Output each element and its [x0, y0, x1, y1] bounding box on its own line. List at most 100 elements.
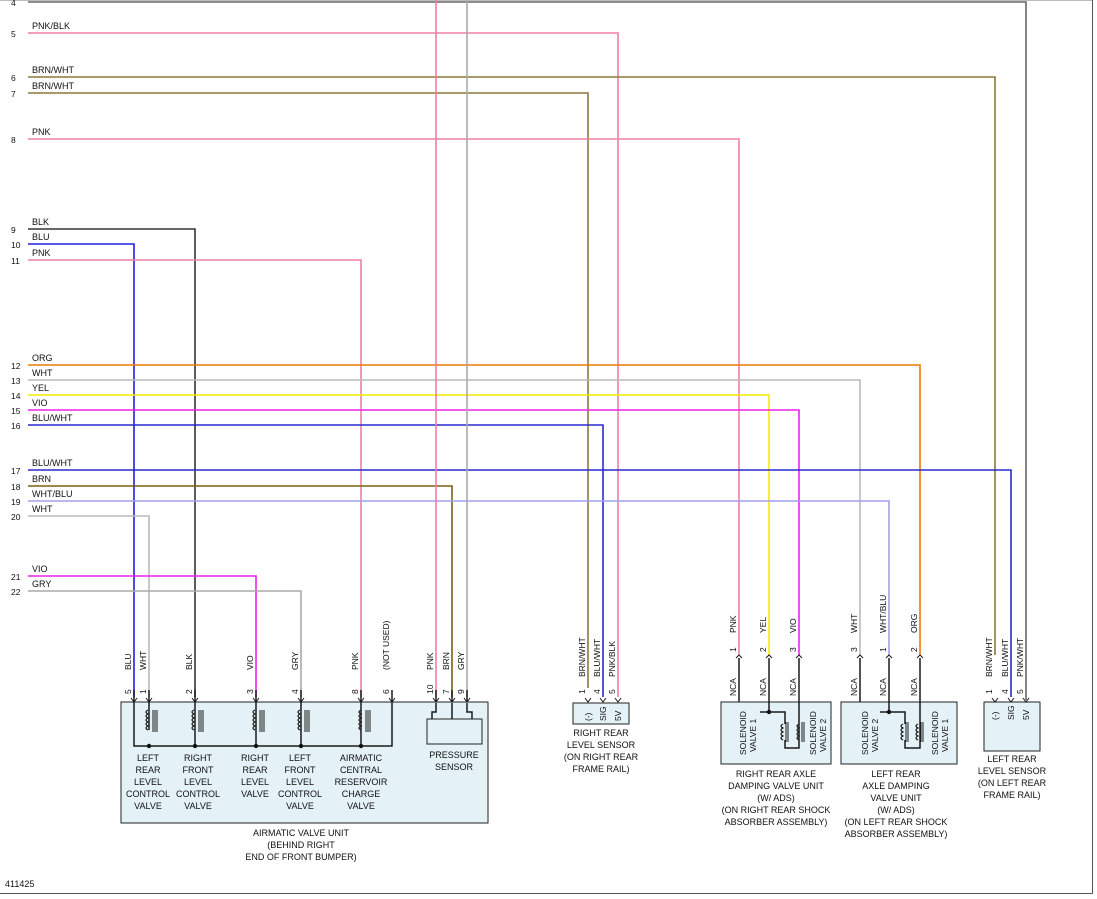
wire-14: [28, 394, 770, 655]
damp-nca-label: NCA: [909, 678, 919, 696]
valve-name-line: LEVEL: [241, 777, 269, 787]
solenoid-label: SOLENOID: [808, 711, 818, 755]
wire-6: [28, 76, 996, 655]
damp-coil: [796, 723, 801, 741]
wire-color-label: BLU: [32, 232, 50, 242]
lr-sensor-caption-3: (ON LEFT REAR: [978, 778, 1047, 788]
sensor-pin-number: 1: [577, 689, 587, 694]
lr-damp-caption-3: VALVE UNIT: [870, 793, 922, 803]
damp-pin-number: 1: [878, 647, 888, 652]
wire-number: 9: [11, 225, 16, 235]
rr-sensor-caption-4: FRAME RAIL): [572, 764, 629, 774]
wire-15: [28, 409, 800, 655]
airmatic-pin-color: WHT: [138, 651, 148, 670]
airmatic-pin-number: 1: [138, 689, 148, 694]
connector-arrow: [130, 697, 138, 703]
airmatic-pin-color: PNK: [425, 652, 435, 670]
airmatic-pin-number: 3: [245, 689, 255, 694]
airmatic-pin-color: BLU: [123, 653, 133, 670]
damp-pin-number: 3: [849, 647, 859, 652]
valve-name-line: RIGHT: [184, 753, 213, 763]
wire-number: 11: [11, 256, 20, 266]
wire-4: [28, 1, 1027, 700]
junction-dot: [298, 743, 304, 749]
solenoid-coil-1: [145, 709, 158, 732]
damp-nca-label: NCA: [788, 678, 798, 696]
wire-10: [28, 243, 135, 697]
connector-arrow: [145, 697, 153, 703]
valve-name-line: LEVEL: [184, 777, 212, 787]
connector-arrow: [432, 697, 440, 703]
wire-11: [28, 259, 362, 697]
airmatic-pin-number: 5: [123, 689, 133, 694]
valve-name-line: CONTROL: [278, 789, 322, 799]
sensor-terminal: (-): [583, 712, 593, 721]
damp-pin-color: ORG: [909, 614, 919, 633]
wire-color-label: GRY: [32, 579, 51, 589]
wire-number: 15: [11, 406, 21, 416]
wire-number: 16: [11, 421, 21, 431]
damp-pin-color: WHT/BLU: [878, 595, 888, 633]
wire-22: [28, 590, 302, 697]
wire-7: [28, 92, 589, 688]
wire-number: 18: [11, 482, 21, 492]
connector-arrow: [795, 654, 803, 659]
sensor-terminal: 5V: [613, 710, 623, 721]
damp-pin-color: VIO: [788, 618, 798, 633]
wire-color-label: VIO: [32, 564, 48, 574]
lr-sensor-caption-1: LEFT REAR: [987, 754, 1037, 764]
connector-arrow: [357, 697, 365, 703]
pressure-sensor-label-1: PRESSURE: [429, 750, 479, 760]
wire-number: 7: [11, 89, 16, 99]
solenoid-coil-2: [191, 709, 204, 732]
connector-arrow: [735, 654, 743, 659]
valve-name-line: AIRMATIC: [340, 753, 383, 763]
connector-arrow: [856, 654, 864, 659]
valve-name-line: VALVE: [286, 801, 314, 811]
sensor-pin-color: BLU/WHT: [592, 639, 602, 677]
rr-sensor-box: [572, 702, 630, 725]
airmatic-pin-number: 9: [456, 689, 466, 694]
valve-name-line: REAR: [135, 765, 161, 775]
wire-color-label: ORG: [32, 353, 53, 363]
wire-color-label: WHT: [32, 368, 53, 378]
lr-sensor-box: [983, 701, 1041, 752]
wire-group: [28, 0, 1027, 702]
airmatic-valve-names: LEFTREARLEVELCONTROLVALVERIGHTFRONTLEVEL…: [126, 753, 388, 811]
solenoid-label: SOLENOID: [860, 711, 870, 755]
valve-name-line: RESERVOIR: [335, 777, 388, 787]
lr-damp-caption-4: (W/ ADS): [877, 805, 915, 815]
wire-color-label: PNK: [32, 127, 51, 137]
connector-arrow: [252, 697, 260, 703]
wire-number: 20: [11, 512, 21, 522]
rr-damp-caption-4: (ON RIGHT REAR SHOCK: [722, 805, 831, 815]
wire-8: [28, 138, 740, 655]
wire-number: 5: [11, 29, 16, 39]
connector-arrow: [765, 654, 773, 659]
pressure-sensor-box: [426, 718, 483, 745]
airmatic-pin-color: GRY: [456, 651, 466, 670]
wire-number: 19: [11, 497, 21, 507]
airmatic-caption-2: (BEHIND RIGHT: [267, 840, 335, 850]
valve-name-line: VALVE: [184, 801, 212, 811]
sensor-pin-number: 5: [607, 689, 617, 694]
sensor-terminal: SIG: [598, 706, 608, 721]
lr-damp-caption-6: ABSORBER ASSEMBLY): [845, 829, 948, 839]
connector-arrow: [191, 697, 199, 703]
wire-17: [28, 469, 1012, 697]
figure-id: 411425: [5, 879, 34, 889]
rr-damp-caption-1: RIGHT REAR AXLE: [736, 769, 816, 779]
damp-coil: [900, 723, 905, 741]
wire-color-label: BRN/WHT: [32, 65, 74, 75]
airmatic-pin-color: BRN: [441, 652, 451, 670]
valve-name-line: VALVE: [134, 801, 162, 811]
wire-number: 22: [11, 587, 21, 597]
valve-name-line: RIGHT: [241, 753, 270, 763]
valve-name-line: CHARGE: [342, 789, 381, 799]
wire-color-label: BLU/WHT: [32, 413, 73, 423]
